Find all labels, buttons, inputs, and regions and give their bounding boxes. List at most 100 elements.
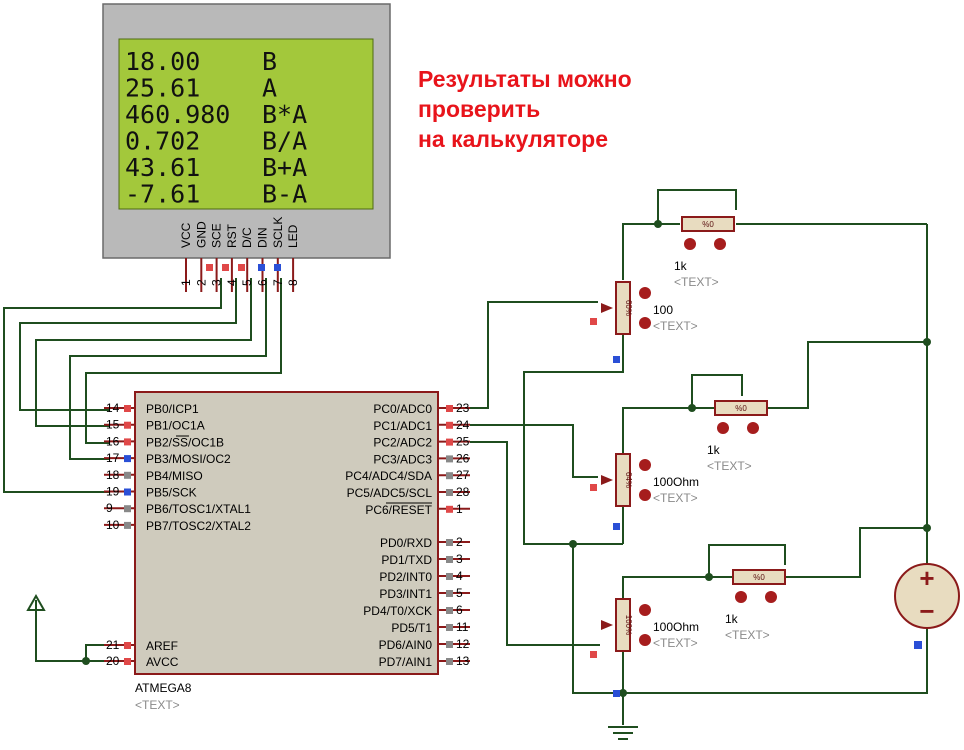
potentiometer[interactable]: 60%100<TEXT> <box>590 281 698 363</box>
mcu-pin-label: PD2/INT0 <box>379 570 432 584</box>
probe-marker-icon <box>124 521 131 529</box>
probe-marker-icon <box>446 573 453 580</box>
mcu-pin-label: PB4/MISO <box>146 469 203 483</box>
decrement-button-icon[interactable] <box>639 634 651 646</box>
probe-marker-icon <box>446 556 453 563</box>
decrement-button-icon[interactable] <box>765 591 777 603</box>
mcu-pin-label: PB0/ICP1 <box>146 402 199 416</box>
lcd-pin-number: 7 <box>271 279 285 286</box>
mcu-pin-number: 15 <box>106 418 120 432</box>
mcu-pin-label: PD7/AIN1 <box>379 655 433 669</box>
decrement-button-icon[interactable] <box>639 489 651 501</box>
mcu-pin-number: 12 <box>456 637 470 651</box>
power-terminal-icon <box>26 593 46 611</box>
decrement-button-icon[interactable] <box>639 317 651 329</box>
probe-marker-icon <box>446 438 453 446</box>
probe-marker-icon <box>124 471 131 479</box>
resistor-value: 1k <box>725 612 739 626</box>
lcd-pin-label: LED <box>286 224 300 248</box>
mcu-pin-label: PC1/ADC1 <box>373 419 432 433</box>
wiper-arrow-icon <box>601 475 613 485</box>
lcd-pin-label: D/C <box>240 227 254 248</box>
mcu-pin-label: PB3/MOSI/OC2 <box>146 452 231 466</box>
probe-marker-icon <box>590 651 597 658</box>
increment-button-icon[interactable] <box>717 422 729 434</box>
probe-marker-icon <box>590 318 597 325</box>
mcu-pin-number: 3 <box>456 552 463 566</box>
probe-marker-icon <box>446 405 453 412</box>
mcu-pin-label: PB7/TOSC2/XTAL2 <box>146 519 251 533</box>
increment-button-icon[interactable] <box>684 238 696 250</box>
lcd-row-value: 0.702 <box>125 127 200 156</box>
potentiometers: 60%100<TEXT> 64%100Ohm<TEXT> 100%100Ohm<TE… <box>590 281 699 697</box>
probe-marker-icon <box>613 356 620 363</box>
lcd-screen <box>118 38 374 210</box>
probe-marker-icon <box>446 421 453 429</box>
potentiometer[interactable]: 64%100Ohm<TEXT> <box>590 453 699 530</box>
potentiometer-percent: 100% <box>624 615 633 635</box>
lcd-row-value: 25.61 <box>125 74 200 103</box>
potentiometer-tag: <TEXT> <box>653 491 698 505</box>
mcu-pin-number: 13 <box>456 654 470 668</box>
lcd-pin-label: SCE <box>210 223 224 248</box>
mcu-pin-number: 1 <box>456 502 463 516</box>
lcd-pin-label: SCLK <box>271 217 285 248</box>
note-line: Результаты можно <box>418 66 632 92</box>
lcd-pin-number: 4 <box>225 279 239 286</box>
probe-marker-icon <box>446 607 453 614</box>
mcu-pin-number: 6 <box>456 603 463 617</box>
mcu-pin-number: 21 <box>106 638 120 652</box>
mcu-pin-label: PC2/ADC2 <box>373 436 432 450</box>
lcd-row-value: 460.980 <box>125 100 230 129</box>
increment-button-icon[interactable] <box>639 604 651 616</box>
potentiometer[interactable]: 100%100Ohm<TEXT> <box>590 598 699 697</box>
lcd-row-unit: B <box>262 47 277 76</box>
probe-marker-icon <box>124 455 131 463</box>
mcu-pin-label: PC3/ADC3 <box>373 452 432 466</box>
mcu-pin-label: PD4/T0/XCK <box>363 604 432 618</box>
mcu-pin-number: 4 <box>456 569 463 583</box>
lcd-row-value: 18.00 <box>125 47 200 76</box>
mcu-pin-label: PB6/TOSC1/XTAL1 <box>146 502 251 516</box>
dc-voltage-source[interactable]: + − <box>894 563 960 649</box>
lcd-pin-label: DIN <box>256 227 270 248</box>
mcu-pin-label: PD1/TXD <box>381 553 432 567</box>
mcu-tag: <TEXT> <box>135 698 180 712</box>
mcu-pin-number: 2 <box>456 535 463 549</box>
mcu-pin-number: 26 <box>456 451 470 465</box>
lcd-pin-number: 8 <box>286 279 300 286</box>
note-line: на калькуляторе <box>418 126 608 152</box>
resistor-percent: %0 <box>735 404 747 413</box>
increment-button-icon[interactable] <box>735 591 747 603</box>
decrement-button-icon[interactable] <box>714 238 726 250</box>
mcu-pin-number: 18 <box>106 468 120 482</box>
resistor-percent: %0 <box>753 573 765 582</box>
resistor-tag: <TEXT> <box>725 628 770 642</box>
probe-marker-icon <box>258 264 265 271</box>
resistor-tag: <TEXT> <box>674 275 719 289</box>
probe-marker-icon <box>446 658 453 665</box>
increment-button-icon[interactable] <box>639 287 651 299</box>
increment-button-icon[interactable] <box>639 459 651 471</box>
probe-marker-icon <box>222 264 229 271</box>
probe-marker-icon <box>446 590 453 597</box>
mcu-pin-label: PC4/ADC4/SDA <box>345 469 432 483</box>
lcd-pin-label: RST <box>225 223 239 248</box>
resistors: %01k<TEXT>%01k<TEXT>%01k<TEXT> <box>674 216 786 642</box>
mcu-pin-label: PD0/RXD <box>380 536 432 550</box>
probe-marker-icon <box>446 505 453 513</box>
mcu-pin-number: 16 <box>106 434 120 448</box>
probe-marker-icon <box>446 489 453 496</box>
resistor[interactable]: %01k<TEXT> <box>707 400 768 473</box>
probe-marker-icon <box>124 405 131 412</box>
lcd-pin-number: 2 <box>194 279 208 286</box>
probe-marker-icon <box>124 438 131 446</box>
probe-marker-icon <box>274 264 281 271</box>
decrement-button-icon[interactable] <box>747 422 759 434</box>
resistor[interactable]: %0 1k <TEXT> <box>725 569 786 642</box>
resistor[interactable]: %01k<TEXT> <box>674 216 735 289</box>
